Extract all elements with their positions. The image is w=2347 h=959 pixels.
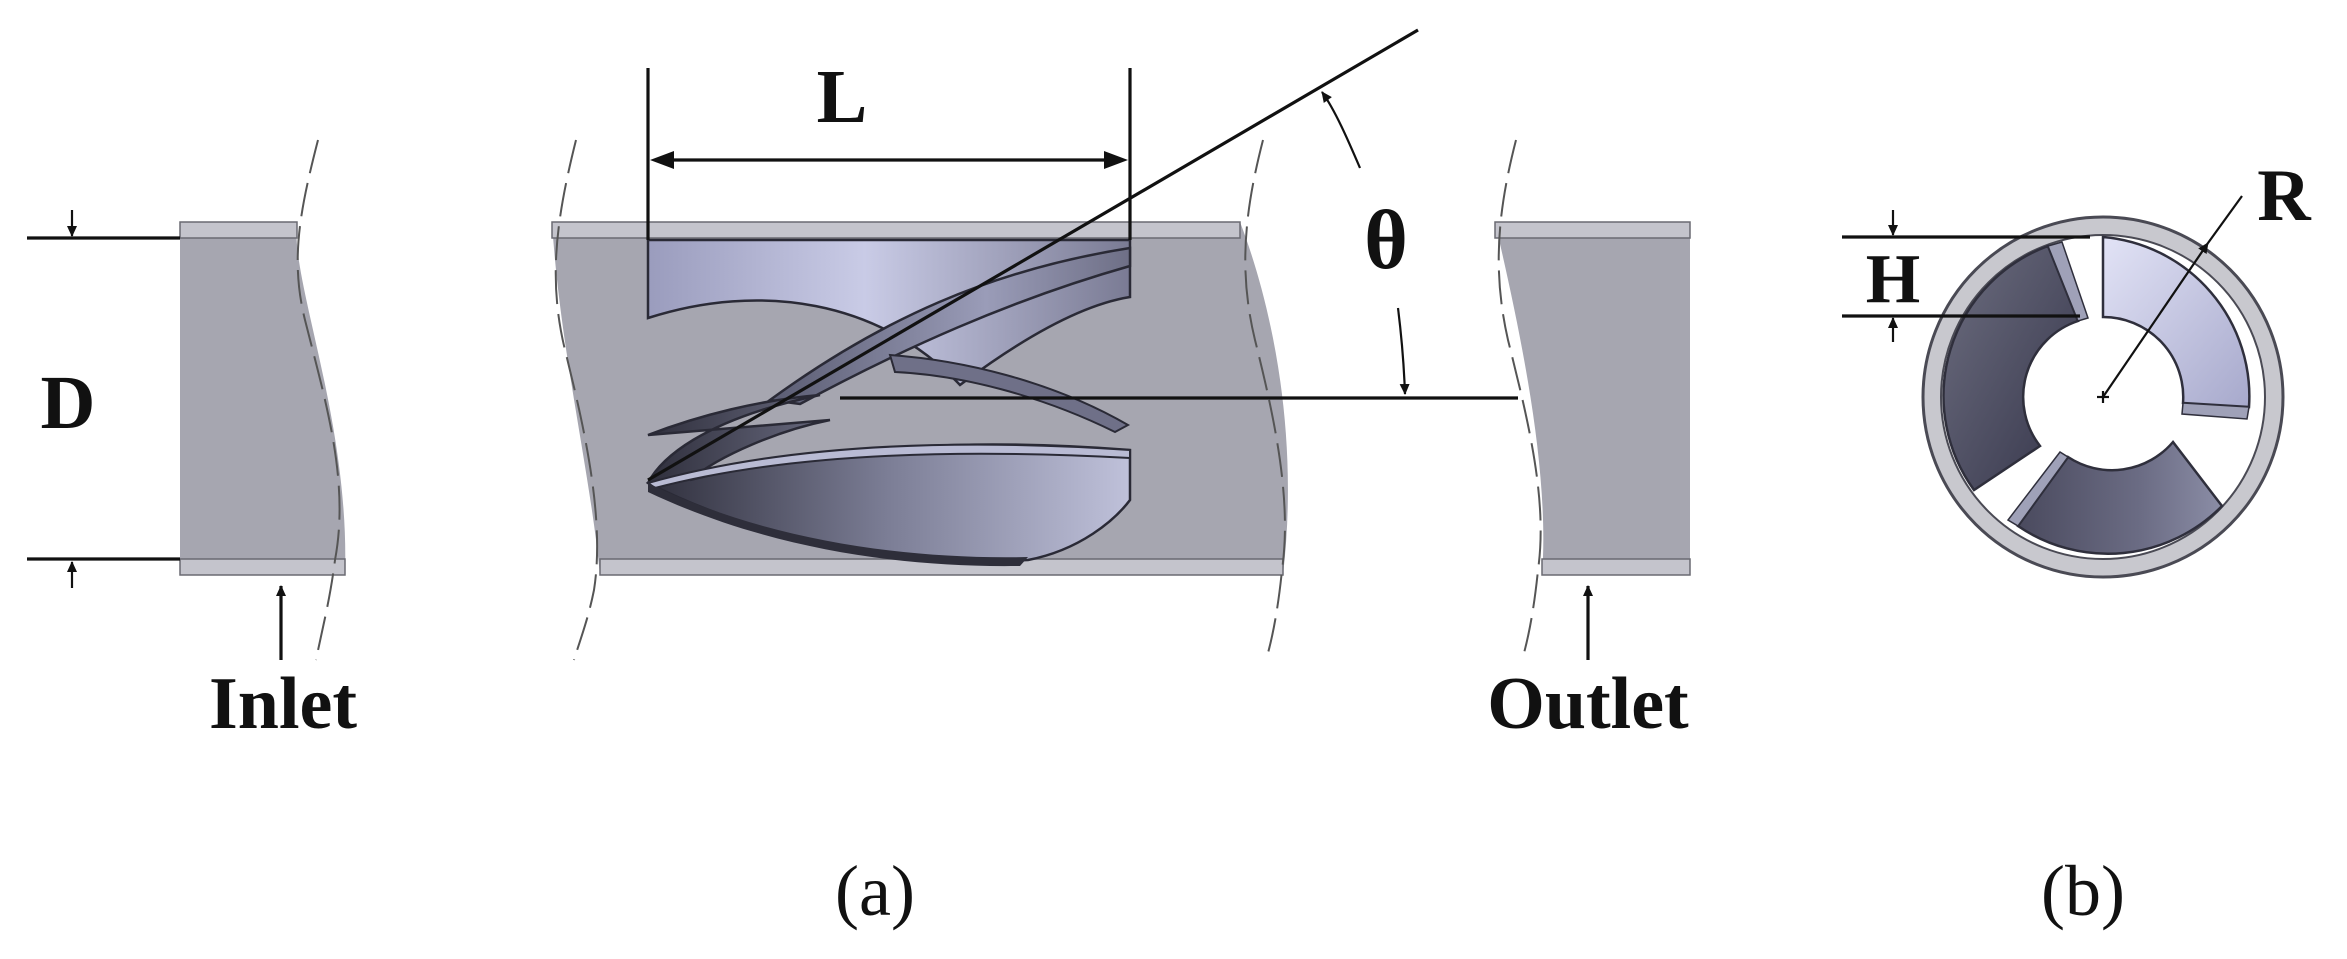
caption-cross-section: (b) (2041, 851, 2125, 931)
inlet-bottom-wall (179, 558, 346, 576)
blade-edge-right (2181, 402, 2250, 420)
outlet-bottom-wall (1541, 558, 1691, 576)
inlet-top-wall (179, 221, 298, 239)
angle-dimension: θ (647, 28, 1518, 482)
center-right-break-line (1244, 139, 1286, 661)
inlet-pipe-segment (179, 139, 346, 661)
height-dimension: H (1842, 210, 2090, 342)
upper-right-blade-section (2101, 235, 2251, 409)
outlet-label: Outlet (1487, 663, 1689, 745)
crossing-blade (766, 246, 1132, 406)
rear-blade-edge (888, 353, 1131, 434)
caption-side-view: (a) (835, 851, 915, 931)
outlet-break-line (1497, 139, 1542, 661)
radius-dimension: R (2102, 155, 2312, 398)
diameter-label: D (41, 361, 96, 445)
outlet-pipe-body (1495, 222, 1690, 575)
outlet-indicator: Outlet (1487, 585, 1689, 745)
length-dimension: L (646, 55, 1132, 240)
lower-blade-rim (648, 483, 1028, 567)
inlet-pipe-body (180, 222, 346, 575)
blade-edge-bottom (2006, 451, 2070, 527)
outlet-top-wall (1494, 221, 1691, 239)
swirl-generator-segment (551, 139, 1288, 661)
inlet-break-line (296, 139, 341, 661)
lower-blade-top-edge (645, 443, 1131, 490)
inlet-label: Inlet (209, 663, 357, 745)
center-top-wall (551, 221, 1241, 239)
blade-edge-top (2046, 241, 2089, 322)
diameter-dimension: D (27, 210, 180, 588)
inlet-indicator: Inlet (209, 585, 357, 745)
left-blade-section (1942, 244, 2080, 492)
bottom-blade-section (2016, 440, 2224, 555)
radius-label: R (2257, 155, 2312, 237)
height-label: H (1866, 241, 1920, 318)
center-left-break-line (554, 139, 599, 661)
angle-label: θ (1364, 194, 1408, 287)
length-label: L (817, 55, 868, 139)
outlet-pipe-segment (1494, 139, 1691, 661)
